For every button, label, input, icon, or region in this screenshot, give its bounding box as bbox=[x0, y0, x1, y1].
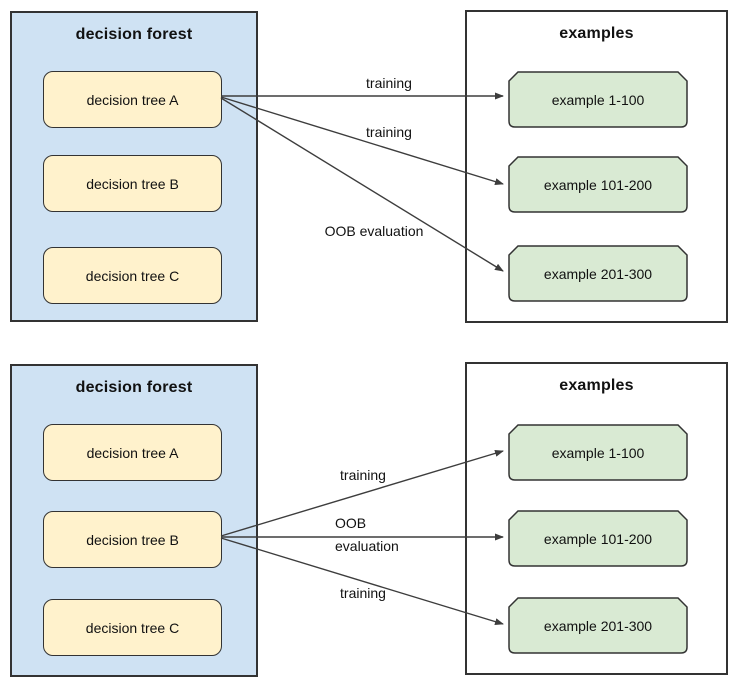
example-node-1-100: example 1-100 bbox=[508, 424, 688, 481]
example-card-shape bbox=[508, 510, 688, 567]
arrow-label-oob-evaluation-1: OOB evaluation bbox=[324, 223, 424, 239]
examples-panel-title: examples bbox=[559, 377, 634, 394]
tree-node-b: decision tree B bbox=[43, 511, 222, 568]
arrow-treeA-ex3 bbox=[220, 97, 504, 272]
forest-panel-title: decision forest bbox=[75, 26, 193, 43]
tree-node-label: decision tree B bbox=[86, 175, 179, 192]
example-node-101-200: example 101-200 bbox=[508, 510, 688, 567]
tree-node-c: decision tree C bbox=[43, 599, 222, 656]
example-card-shape bbox=[508, 156, 688, 213]
tree-node-label: decision tree A bbox=[86, 91, 179, 108]
tree-node-b: decision tree B bbox=[43, 155, 222, 212]
arrow-label-oob-evaluation-2: OOB evaluation bbox=[335, 515, 399, 554]
forest-panel-bottom: decision forest decision tree A decision… bbox=[10, 364, 258, 677]
forest-panel-title: decision forest bbox=[75, 379, 193, 396]
example-node-label: example 201-300 bbox=[543, 617, 653, 634]
forest-panel-top: decision forest decision tree A decision… bbox=[10, 11, 258, 322]
arrow-label-training-4: training bbox=[340, 585, 386, 601]
example-node-201-300: example 201-300 bbox=[508, 597, 688, 654]
tree-node-label: decision tree A bbox=[86, 444, 179, 461]
arrow-label-training-1: training bbox=[366, 75, 412, 91]
examples-panel-title: examples bbox=[559, 25, 634, 42]
examples-panel-top: examples example 1-100 example 101-200 e… bbox=[465, 10, 728, 323]
example-card-shape bbox=[508, 424, 688, 481]
example-node-label: example 201-300 bbox=[543, 265, 653, 282]
example-node-label: example 1-100 bbox=[551, 91, 645, 108]
arrow-label-training-3: training bbox=[340, 467, 386, 483]
arrow-label-training-2: training bbox=[366, 124, 412, 140]
arrow-treeA-ex2 bbox=[220, 96, 504, 185]
example-node-label: example 1-100 bbox=[551, 444, 645, 461]
tree-node-label: decision tree B bbox=[86, 531, 179, 548]
example-node-201-300: example 201-300 bbox=[508, 245, 688, 302]
example-card-shape bbox=[508, 245, 688, 302]
tree-node-a: decision tree A bbox=[43, 71, 222, 128]
example-node-101-200: example 101-200 bbox=[508, 156, 688, 213]
example-node-label: example 101-200 bbox=[543, 530, 653, 547]
tree-node-a: decision tree A bbox=[43, 424, 222, 481]
example-card-shape bbox=[508, 597, 688, 654]
tree-node-label: decision tree C bbox=[85, 267, 180, 284]
tree-node-label: decision tree C bbox=[85, 619, 180, 636]
tree-node-c: decision tree C bbox=[43, 247, 222, 304]
example-card-shape bbox=[508, 71, 688, 128]
example-node-label: example 101-200 bbox=[543, 176, 653, 193]
examples-panel-bottom: examples example 1-100 example 101-200 e… bbox=[465, 362, 728, 675]
example-node-1-100: example 1-100 bbox=[508, 71, 688, 128]
